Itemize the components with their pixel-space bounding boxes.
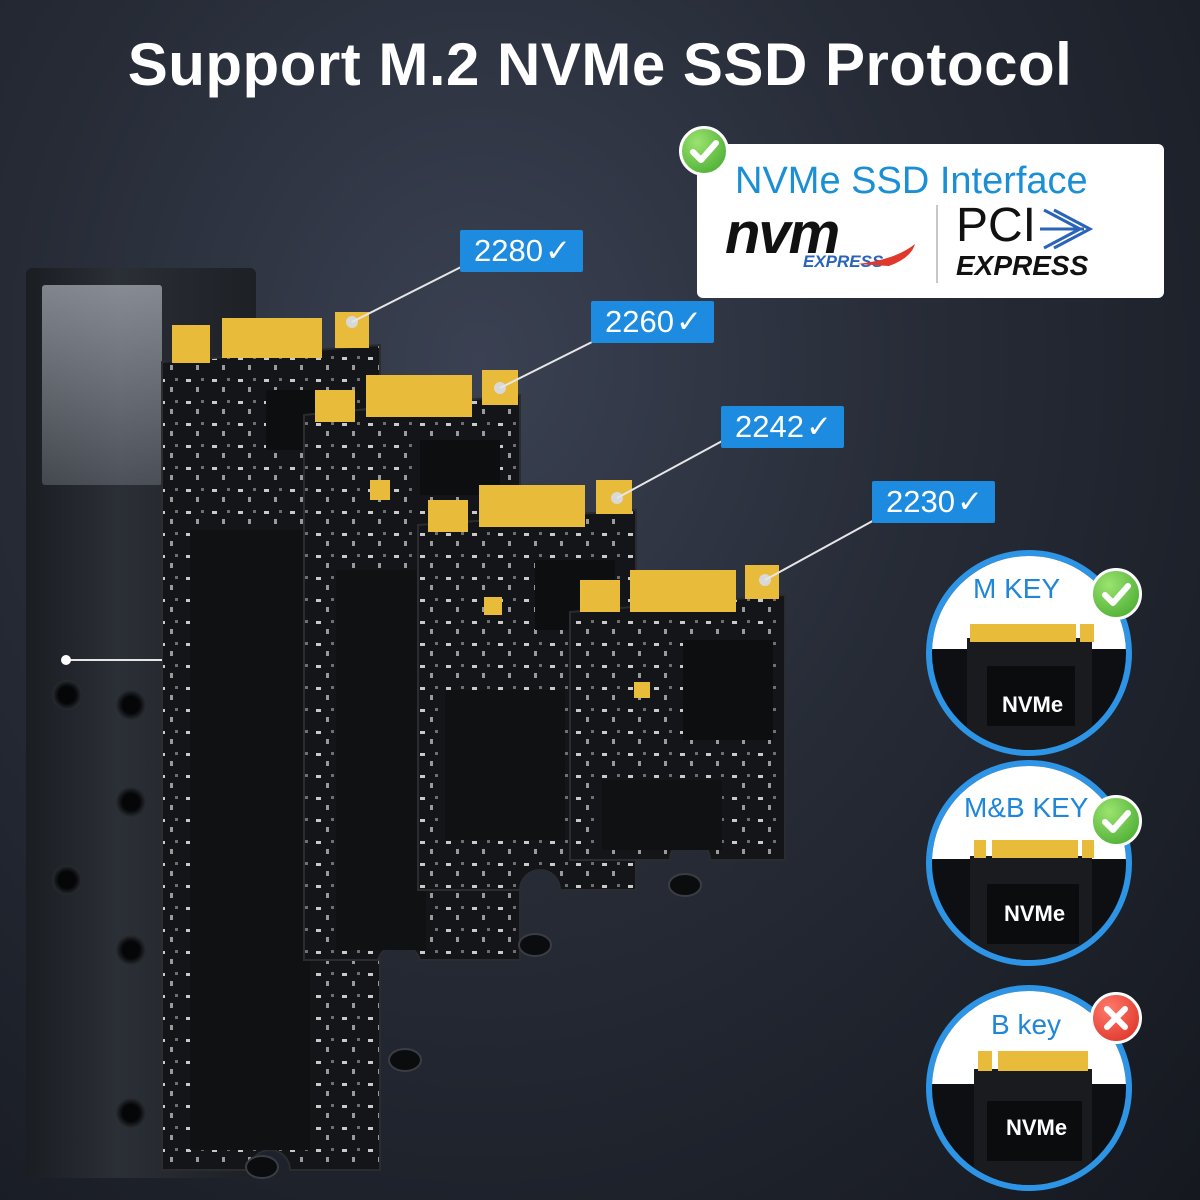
screw-hole [116, 1098, 146, 1128]
leader-lines [68, 264, 879, 661]
cross-icon [1090, 992, 1142, 1044]
b-key-circle: NVMe [926, 985, 1132, 1191]
check-icon: ✓ [956, 484, 983, 519]
ssd-2280 [161, 312, 381, 1171]
check-icon [1090, 795, 1142, 847]
key-label: M KEY [973, 573, 1061, 604]
screw-hole [116, 690, 146, 720]
pci-express-logo: PCI [956, 199, 1037, 252]
pci-arrow-icon [1040, 208, 1094, 250]
nvm-express-logo: nvm [725, 201, 840, 266]
usb-c-connector [42, 285, 162, 485]
key-chip-label: NVMe [1002, 692, 1064, 717]
mb-key-circle: NVMe [926, 760, 1132, 966]
nvm-express-sub: EXPRESS [803, 252, 884, 271]
logo-divider [936, 205, 938, 283]
size-label: 2260 [605, 304, 674, 339]
pci-express-sub: EXPRESS [956, 250, 1089, 281]
key-label: B key [991, 1009, 1062, 1040]
check-icon: ✓ [675, 304, 702, 339]
screw-hole [116, 935, 146, 965]
key-label: M&B KEY [964, 792, 1089, 823]
size-tag-2230: 2230✓ [872, 481, 995, 523]
check-icon [679, 126, 729, 176]
screw-icon [245, 873, 702, 1179]
check-icon [1090, 568, 1142, 620]
size-label: 2280 [474, 233, 543, 268]
nvm-swoosh-icon [857, 244, 915, 266]
size-tag-2280: 2280✓ [460, 230, 583, 272]
key-chip-label: NVMe [1006, 1115, 1068, 1140]
size-tag-2260: 2260✓ [591, 301, 714, 343]
ssd-2230 [569, 565, 786, 861]
size-label: 2242 [735, 409, 804, 444]
size-tag-2242: 2242✓ [721, 406, 844, 448]
screw-hole [116, 787, 146, 817]
interface-title: NVMe SSD Interface [735, 160, 1088, 202]
page-title: Support M.2 NVMe SSD Protocol [127, 31, 1073, 98]
check-icon: ✓ [544, 233, 571, 268]
screw-hole [52, 865, 82, 895]
check-icon: ✓ [805, 409, 832, 444]
screw-hole [52, 680, 82, 710]
size-label: 2230 [886, 484, 955, 519]
interface-card [697, 144, 1164, 298]
indicator-led [61, 655, 71, 665]
key-chip-label: NVMe [1004, 901, 1066, 926]
